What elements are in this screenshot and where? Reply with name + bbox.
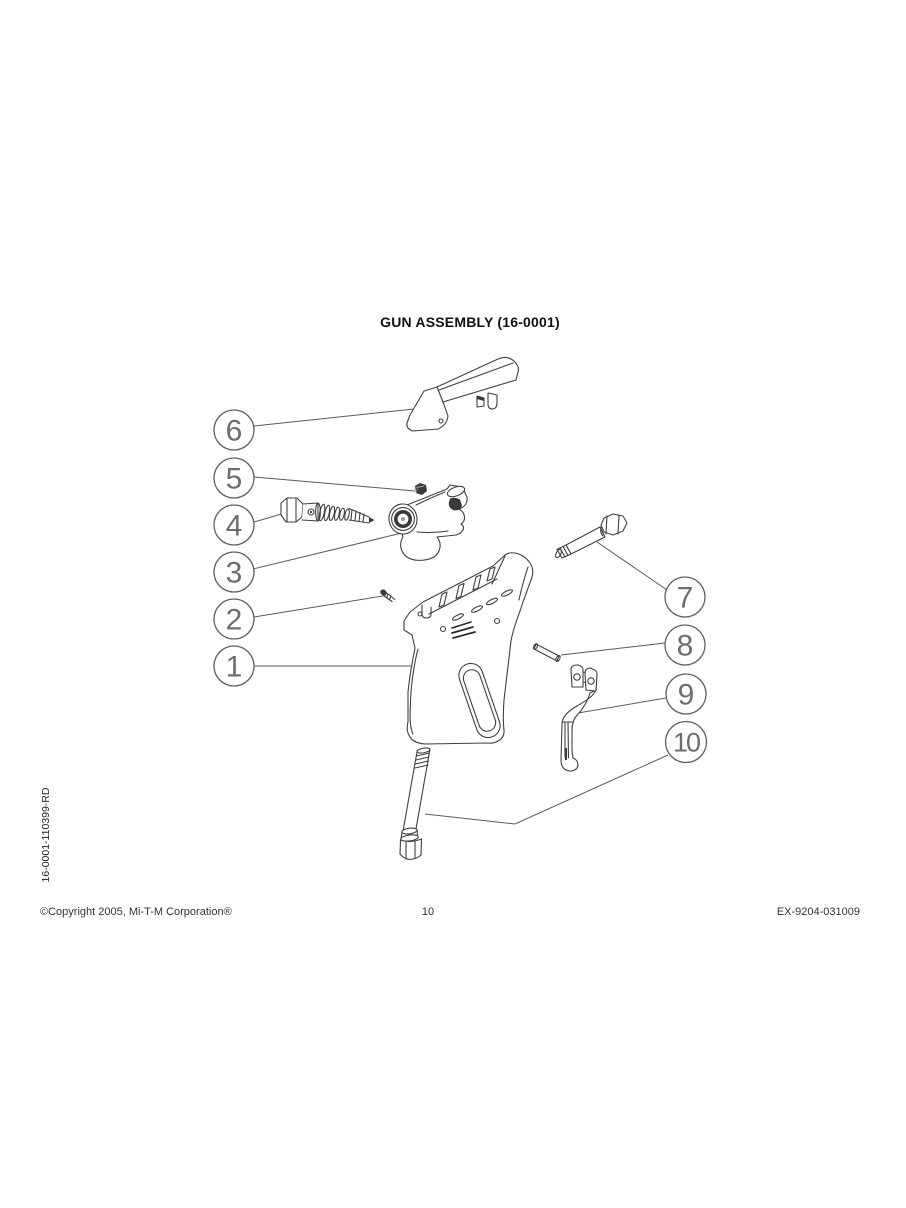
callout-10: 10	[664, 720, 708, 764]
callout-8: 8	[664, 624, 706, 666]
part-inlet-bolt-drawing	[555, 513, 628, 559]
footer-page-number: 10	[421, 906, 435, 918]
page-title: GUN ASSEMBLY (16-0001)	[380, 314, 560, 330]
side-vent-ovals	[452, 589, 513, 621]
callout-5: 5	[213, 457, 255, 499]
leader-6	[253, 408, 415, 427]
leader-8	[560, 642, 666, 656]
part-trigger-drawing	[560, 664, 598, 772]
part-gun-body-drawing	[403, 552, 534, 745]
part-set-screw-drawing	[380, 589, 396, 603]
callout-1: 1	[213, 645, 255, 687]
leader-9	[577, 697, 667, 714]
part-valve-body-drawing	[388, 484, 468, 561]
document-side-label: 16-0001-110399-RD	[40, 787, 52, 883]
svg-text:10: 10	[673, 728, 700, 758]
footer-doc-code: EX-9204-031009	[776, 906, 860, 918]
leader-5	[253, 476, 416, 492]
callout-4: 4	[213, 504, 255, 546]
svg-text:2: 2	[226, 604, 243, 637]
lever-pin-right	[487, 392, 498, 410]
callout-6: 6	[213, 409, 255, 451]
svg-text:7: 7	[677, 582, 694, 615]
callout-3: 3	[213, 551, 255, 593]
leader-7	[596, 541, 668, 591]
svg-text:4: 4	[226, 510, 243, 543]
svg-text:3: 3	[226, 557, 243, 590]
leader-4	[253, 512, 286, 523]
svg-text:5: 5	[226, 463, 243, 496]
part-lock-nut-drawing	[415, 483, 427, 495]
callout-2: 2	[213, 598, 255, 640]
part-valve-stem-spring-drawing	[280, 497, 375, 524]
spring-coils	[318, 503, 350, 522]
part-outlet-tube-drawing	[399, 747, 431, 861]
molded-label-text	[451, 621, 476, 639]
spine-slots	[438, 566, 496, 608]
svg-text:8: 8	[677, 630, 694, 663]
part-trigger-pin-drawing	[532, 643, 561, 663]
leader-10	[424, 754, 669, 825]
footer-copyright: ©Copyright 2005, Mi-T-M Corporation®	[40, 906, 232, 918]
leader-3	[252, 531, 407, 570]
svg-text:9: 9	[678, 679, 695, 712]
callout-9: 9	[665, 673, 707, 715]
callout-7: 7	[664, 576, 706, 618]
callout-balloons: 6 5 4 3 2 1 7	[213, 409, 708, 764]
svg-text:6: 6	[226, 415, 243, 448]
svg-text:1: 1	[226, 651, 243, 684]
leader-lines	[252, 408, 669, 825]
part-handle-lever-drawing	[406, 356, 520, 432]
leader-2	[253, 595, 384, 618]
